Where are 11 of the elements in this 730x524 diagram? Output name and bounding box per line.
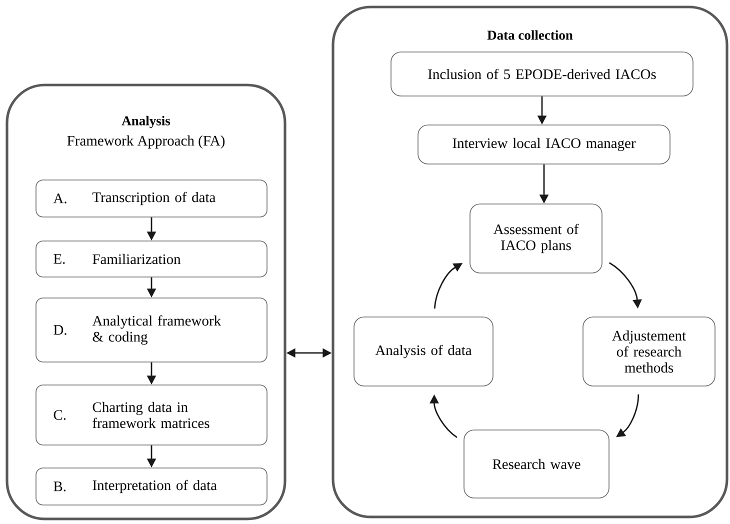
step-box: E. Familiarization	[36, 240, 268, 278]
step-box: C. Charting data in framework matrices	[36, 384, 268, 446]
step-box: Analysis of data	[354, 316, 494, 386]
step-box: Adjustement of research methods	[582, 316, 716, 386]
step-box: Inclusion of 5 EPODE-derived IACOs	[390, 52, 694, 96]
step-box: Research wave	[464, 430, 610, 498]
step-box: A. Transcription of data	[36, 180, 268, 218]
step-box: B. Interpretation of data	[36, 468, 268, 506]
step-box: D. Analytical framework & coding	[36, 298, 268, 362]
step-box: Assessment of IACO plans	[470, 204, 602, 274]
step-box: Interview local IACO manager	[418, 124, 670, 164]
